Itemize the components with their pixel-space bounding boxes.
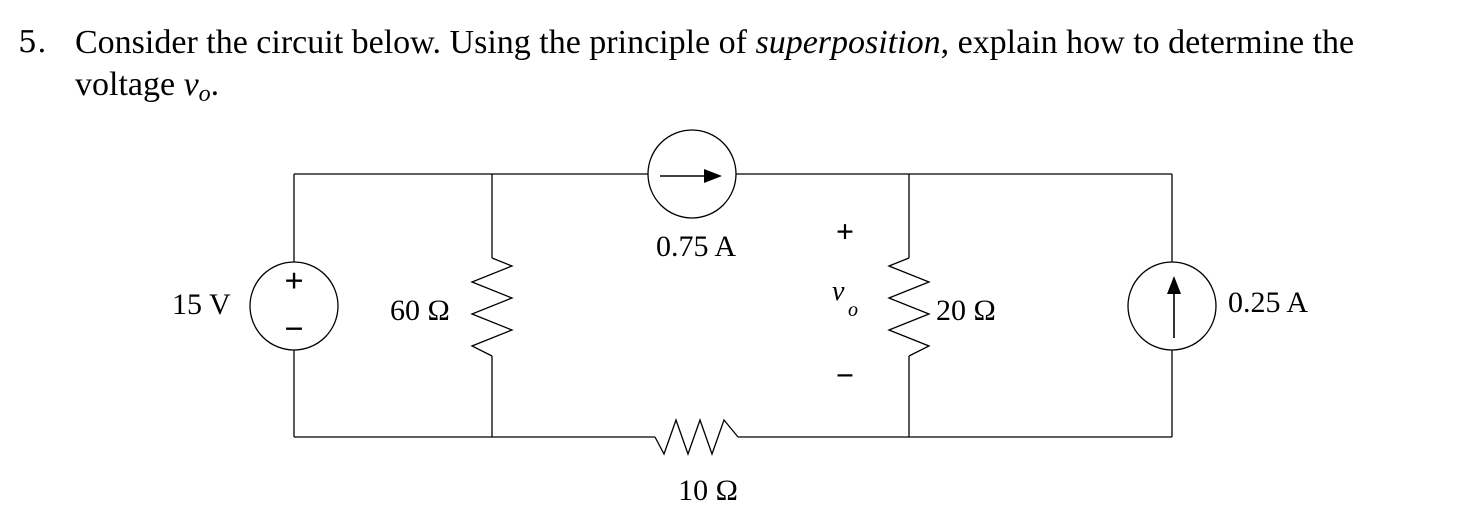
- output-voltage-markers: + v o −: [832, 213, 858, 393]
- question-text-1: Consider the circuit below. Using the pr…: [75, 24, 756, 61]
- resistor-20-label: 20 Ω: [936, 294, 996, 327]
- resistor-20-ohm: 20 Ω: [887, 257, 996, 357]
- current-source-right-circle: [1127, 261, 1217, 351]
- resistor-60-zigzag: [470, 257, 514, 357]
- circuit-wires: [293, 173, 1173, 438]
- question-number: 5.: [18, 25, 47, 60]
- output-voltage-var: v: [832, 276, 845, 307]
- question-line-1: Consider the circuit below. Using the pr…: [75, 22, 1354, 64]
- question-text-2: , explain how to determine the: [940, 24, 1355, 61]
- current-source-right-label: 0.25 A: [1228, 286, 1308, 319]
- resistor-60-ohm: 60 Ω: [390, 257, 514, 357]
- voltage-source-15v: + − 15 V: [172, 261, 339, 351]
- voltage-source-circle: [249, 261, 339, 351]
- resistor-60-label: 60 Ω: [390, 294, 450, 327]
- question-variable-subscript: o: [198, 81, 211, 107]
- current-source-top-label: 0.75 A: [656, 230, 736, 263]
- resistor-20-zigzag: [887, 257, 931, 357]
- question-text-4: .: [210, 66, 220, 103]
- question-line-2: voltage vo.: [75, 64, 219, 115]
- current-source-right-arrowhead: [1167, 276, 1181, 294]
- resistor-10-ohm: 10 Ω: [654, 418, 739, 507]
- voltage-source-label: 15 V: [172, 288, 231, 321]
- voltage-source-minus: −: [284, 311, 303, 348]
- current-source-025a: 0.25 A: [1127, 261, 1308, 351]
- resistor-10-zigzag: [654, 418, 739, 456]
- output-voltage-minus: −: [836, 357, 854, 393]
- output-voltage-plus: +: [836, 213, 854, 249]
- current-source-top-circle: [647, 129, 737, 219]
- question-text-3: voltage: [75, 66, 184, 103]
- voltage-source-plus: +: [284, 263, 303, 300]
- question-emphasis: superposition: [755, 24, 941, 61]
- current-source-top-arrowhead: [704, 169, 722, 183]
- current-source-075a: 0.75 A: [647, 129, 737, 263]
- question-variable: v: [183, 66, 199, 103]
- output-voltage-sub: o: [848, 299, 858, 321]
- resistor-10-label: 10 Ω: [678, 474, 738, 507]
